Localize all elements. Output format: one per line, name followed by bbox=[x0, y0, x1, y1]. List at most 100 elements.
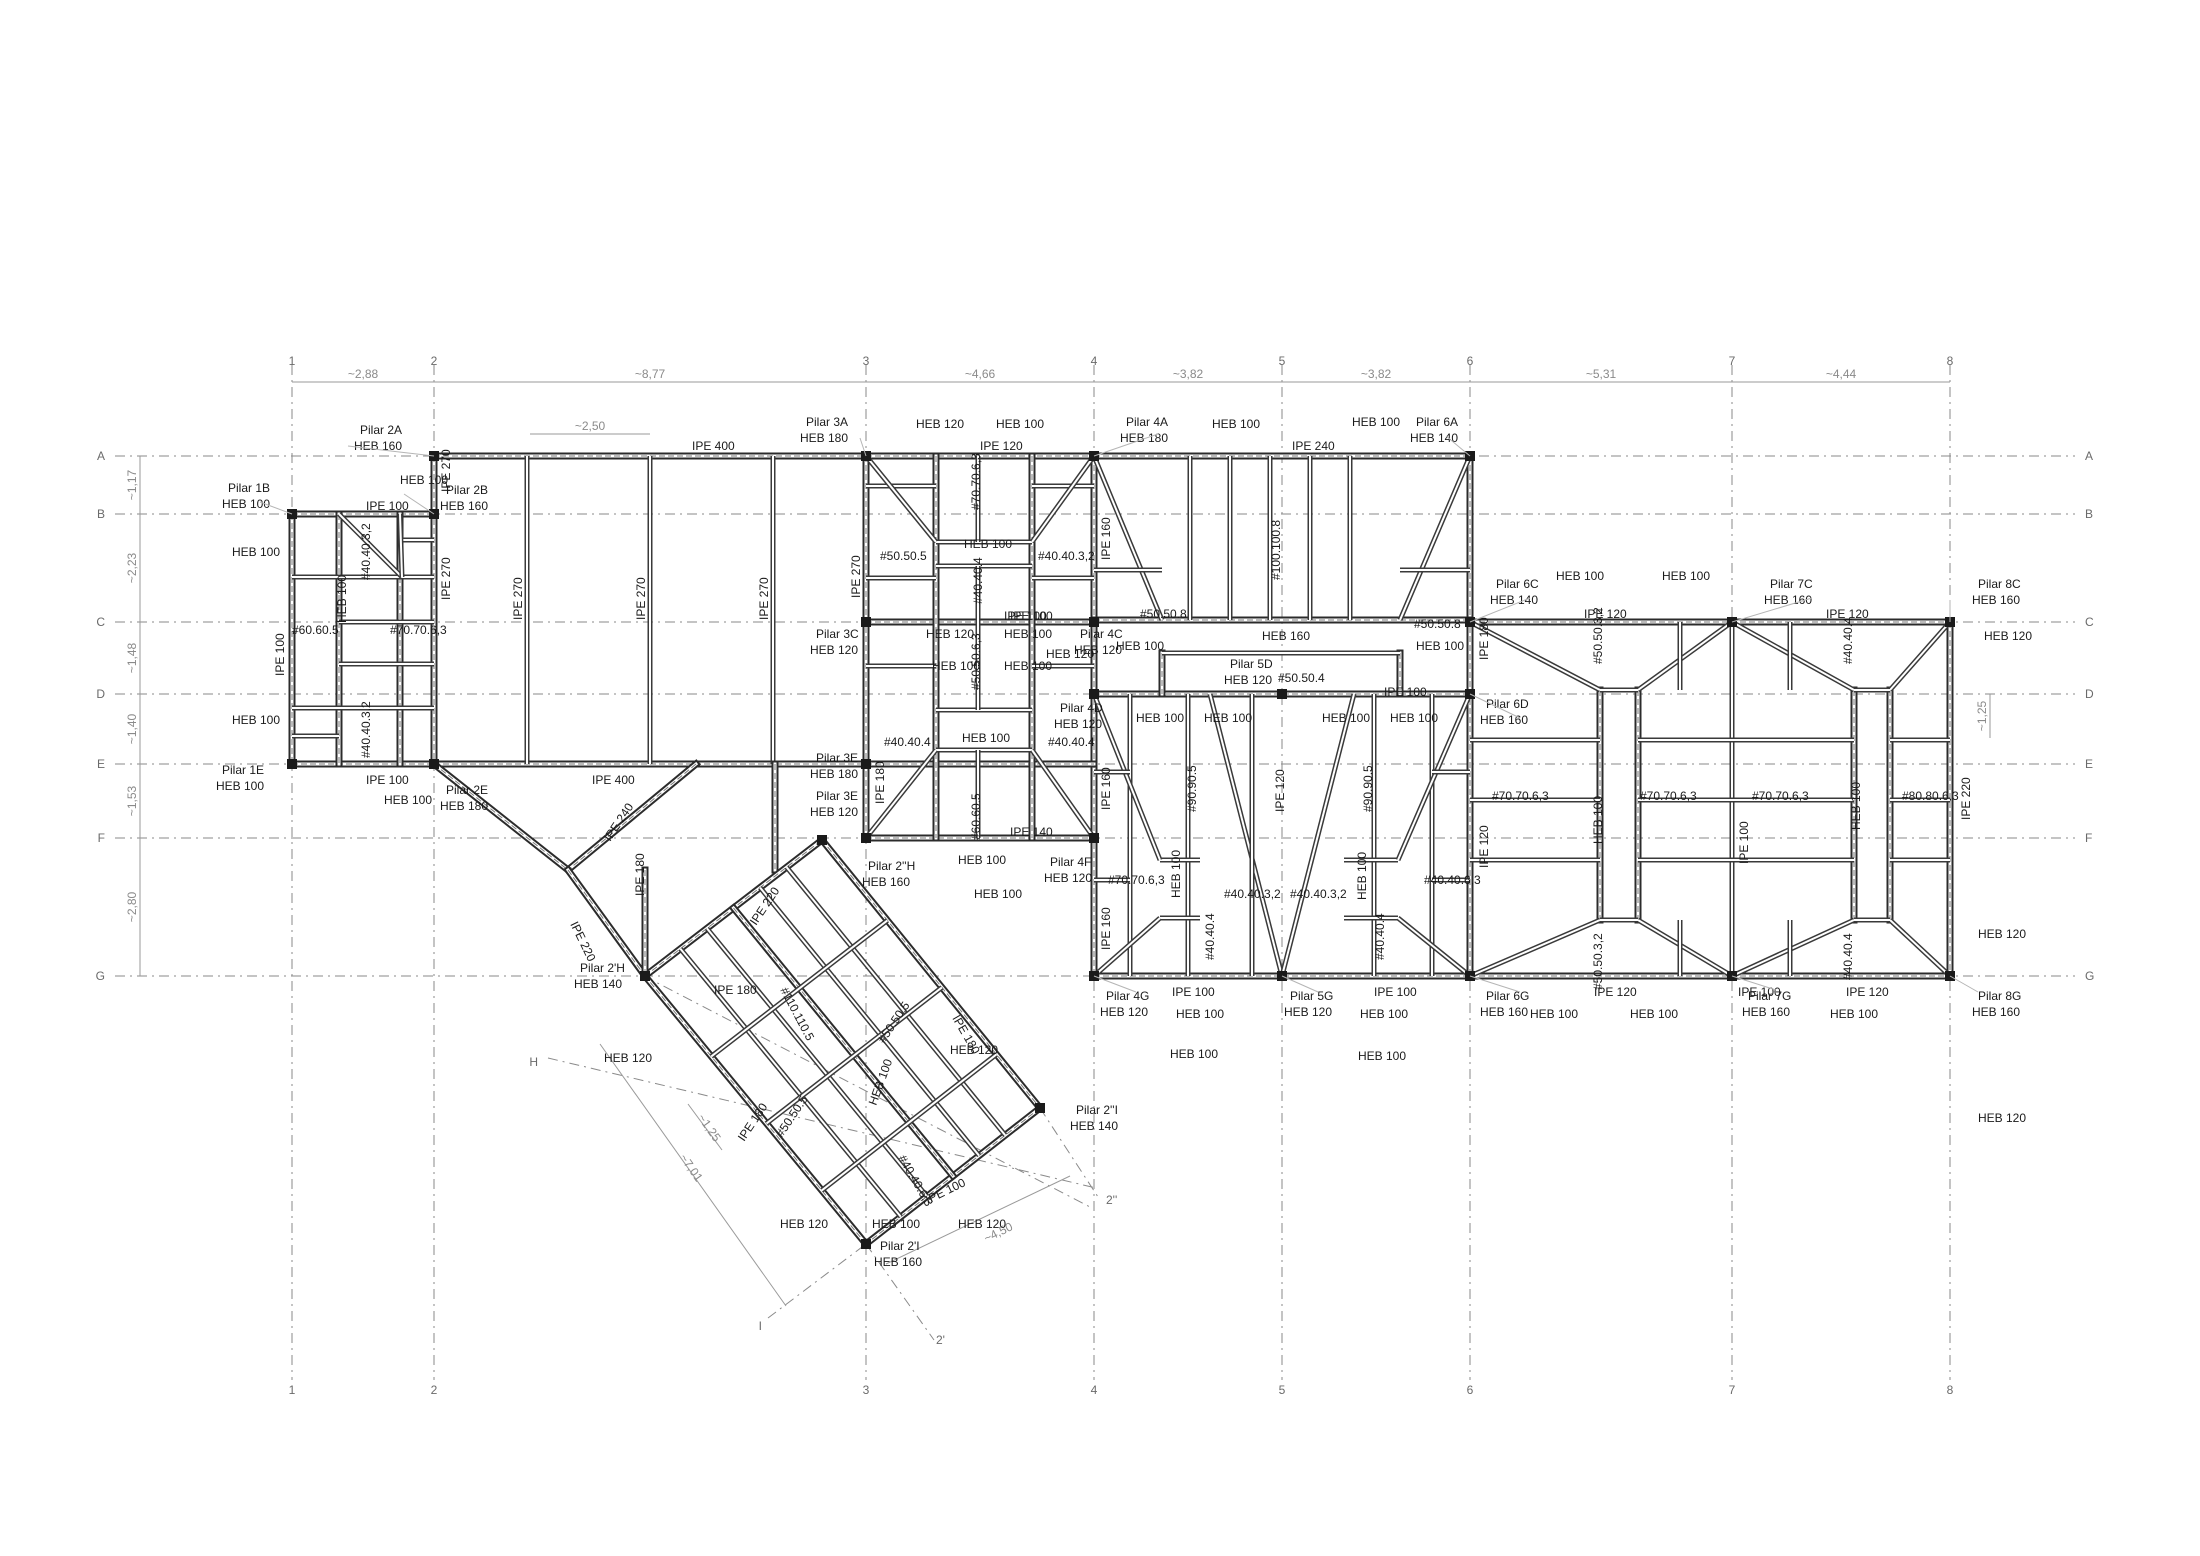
member-label-91: #70.70.6,3 bbox=[1752, 789, 1809, 803]
dim-col-2: ~8,77 bbox=[635, 367, 666, 381]
beam-wing-right bbox=[817, 835, 1045, 1113]
member-label-79: HEB 100 bbox=[1358, 1049, 1406, 1063]
dim-extra-4: ~7,01 bbox=[677, 1151, 706, 1184]
dim-col-1: ~2,88 bbox=[348, 367, 379, 381]
member-label-101: IPE 120 bbox=[1846, 985, 1889, 999]
pillar-profile-27: HEB 160 bbox=[874, 1255, 922, 1269]
pillar-profile-26: HEB 160 bbox=[862, 875, 910, 889]
joist-zone1-8 bbox=[397, 513, 405, 578]
joist-zone4-d6 bbox=[1279, 693, 1357, 977]
joist-zone4-d1 bbox=[1091, 455, 1165, 621]
joist-zone3-d1 bbox=[864, 454, 938, 544]
column-9 bbox=[861, 833, 871, 843]
member-label-55: #50.50.4 bbox=[1278, 671, 1325, 685]
pillar-name-9: Pilar 3E bbox=[816, 789, 858, 803]
joist-zone6-d3 bbox=[1730, 619, 1856, 693]
member-label-78: HEB 100 bbox=[1360, 1007, 1408, 1021]
pillar-profile-19: HEB 160 bbox=[1480, 713, 1528, 727]
pillar-profile-28: HEB 140 bbox=[1070, 1119, 1118, 1133]
member-label-115: HEB 120 bbox=[950, 1043, 998, 1057]
pillar-name-24: Pilar 8G bbox=[1978, 989, 2021, 1003]
member-label-11: HEB 100 bbox=[400, 473, 448, 487]
dim-col-7: ~4,44 bbox=[1826, 367, 1857, 381]
leader-line-4 bbox=[859, 437, 867, 457]
member-label-95: IPE 100 bbox=[1737, 821, 1751, 864]
pillar-profile-9: HEB 120 bbox=[810, 805, 858, 819]
joist-zone4-d8 bbox=[1396, 916, 1472, 978]
joist-wing-cross-1 bbox=[709, 918, 889, 1059]
member-label-6: IPE 270 bbox=[634, 577, 648, 620]
member-label-100: IPE 120 bbox=[1594, 985, 1637, 999]
grid-label-6-bottom: 6 bbox=[1467, 1383, 1474, 1397]
pillar-name-8: Pilar 3E bbox=[816, 751, 858, 765]
member-label-104: HEB 100 bbox=[1630, 1007, 1678, 1021]
grid-label-5-top: 5 bbox=[1279, 354, 1286, 368]
member-label-77: IPE 100 bbox=[1374, 985, 1417, 999]
member-label-44: HEB 100 bbox=[1212, 417, 1260, 431]
pillar-profile-2: HEB 100 bbox=[216, 779, 264, 793]
grid-label-I: I bbox=[759, 1319, 762, 1333]
grid-label-A-left: A bbox=[97, 449, 105, 463]
member-label-80: HEB 100 bbox=[1556, 569, 1604, 583]
pillar-name-5: Pilar 2E bbox=[446, 783, 488, 797]
member-label-48: #100.100.8 bbox=[1269, 520, 1283, 580]
pillar-name-6: Pilar 3A bbox=[806, 415, 848, 429]
grid-label-3-top: 3 bbox=[863, 354, 870, 368]
joist-zone3-d3 bbox=[864, 748, 938, 840]
pillar-profile-24: HEB 160 bbox=[1972, 1005, 2020, 1019]
pillar-name-13: Pilar 4F bbox=[1050, 855, 1091, 869]
member-label-28: IPE 100 bbox=[1010, 609, 1053, 623]
member-label-103: HEB 100 bbox=[1530, 1007, 1578, 1021]
member-label-14: #70.70.6,3 bbox=[390, 623, 447, 637]
member-label-117: HEB 120 bbox=[604, 1051, 652, 1065]
column-12 bbox=[1089, 689, 1099, 699]
pillar-name-20: Pilar 6G bbox=[1486, 989, 1529, 1003]
pillar-name-26: Pilar 2''H bbox=[868, 859, 915, 873]
pillar-profile-3: HEB 160 bbox=[354, 439, 402, 453]
member-label-56: IPE 100 bbox=[1384, 685, 1427, 699]
leader-line-7 bbox=[1469, 597, 1531, 623]
rotated-grid-2second bbox=[1039, 1107, 1101, 1201]
column-3 bbox=[287, 759, 297, 769]
joist-zone6-d5 bbox=[1469, 917, 1601, 979]
joist-wing-2 bbox=[705, 926, 929, 1198]
member-label-8: IPE 100 bbox=[366, 499, 409, 513]
grid-label-7-top: 7 bbox=[1729, 354, 1736, 368]
pillar-profile-22: HEB 160 bbox=[1742, 1005, 1790, 1019]
member-label-23: #70.70.6,3 bbox=[969, 453, 983, 510]
pillar-profile-14: HEB 120 bbox=[1100, 1005, 1148, 1019]
member-label-54: HEB 100 bbox=[1416, 639, 1464, 653]
dim-line-extra-4 bbox=[599, 1043, 787, 1307]
member-label-2: IPE 400 bbox=[592, 773, 635, 787]
grid-label-8-bottom: 8 bbox=[1947, 1383, 1954, 1397]
pillar-name-17: Pilar 6A bbox=[1416, 415, 1458, 429]
member-label-92: #80.80.6,3 bbox=[1902, 789, 1959, 803]
column-8 bbox=[861, 759, 871, 769]
grid-label-4-top: 4 bbox=[1091, 354, 1098, 368]
member-label-49: IPE 100 bbox=[1004, 609, 1047, 623]
member-label-45: HEB 100 bbox=[1352, 415, 1400, 429]
member-label-109: IPE 180 bbox=[633, 853, 647, 896]
pillar-name-10: Pilar 4A bbox=[1126, 415, 1168, 429]
pillar-profile-18: HEB 140 bbox=[1490, 593, 1538, 607]
member-label-105: HEB 100 bbox=[1830, 1007, 1878, 1021]
grid-label-2-bottom: 2 bbox=[431, 1383, 438, 1397]
dim-row-3: ~1,48 bbox=[125, 642, 139, 673]
member-label-17: HEB 100 bbox=[232, 713, 280, 727]
leader-line-2 bbox=[259, 501, 293, 515]
member-label-37: #40.40.4 bbox=[1048, 735, 1095, 749]
pillar-name-7: Pilar 3C bbox=[816, 627, 859, 641]
member-label-86: #50.50.3,2 bbox=[1591, 607, 1605, 664]
grid-label-3-bottom: 3 bbox=[863, 1383, 870, 1397]
column-25 bbox=[640, 971, 650, 981]
beam-wing-left bbox=[640, 971, 871, 1249]
member-label-29: HEB 120 bbox=[926, 627, 974, 641]
pillar-name-15: Pilar 5D bbox=[1230, 657, 1273, 671]
member-label-67: #40.40.3,2 bbox=[1224, 887, 1281, 901]
member-label-18: HEB 100 bbox=[384, 793, 432, 807]
grid-label-B-right: B bbox=[2085, 507, 2093, 521]
column-27 bbox=[1035, 1103, 1045, 1113]
beam-wing-ipe240 bbox=[429, 759, 573, 875]
leader-line-12 bbox=[1731, 975, 1777, 991]
